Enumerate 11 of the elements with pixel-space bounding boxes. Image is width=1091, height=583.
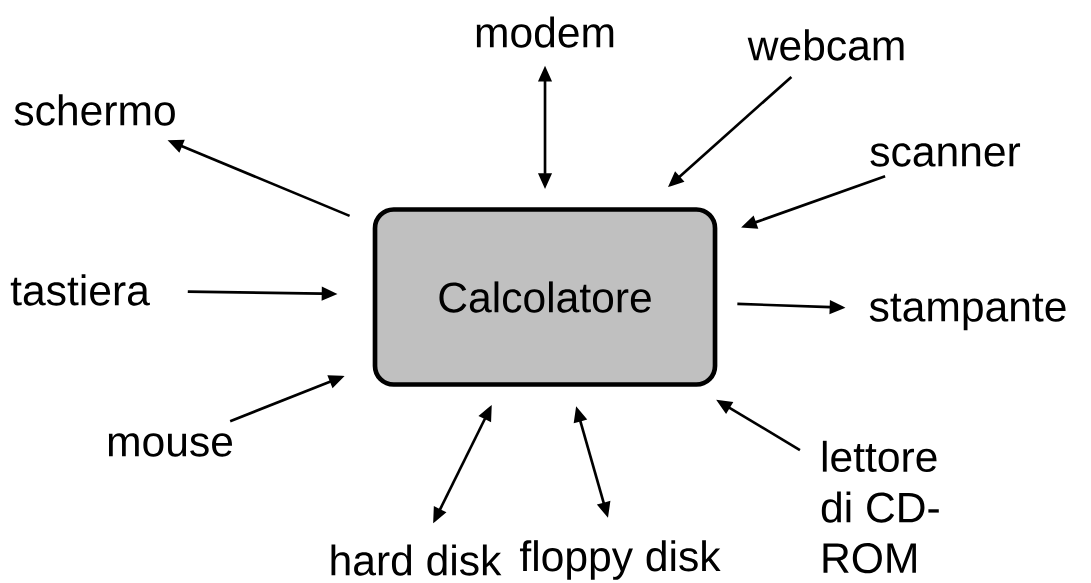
device-label: scanner	[870, 143, 1021, 167]
device-label: modem	[476, 16, 614, 48]
process-box: Calcolatore	[372, 207, 718, 387]
device-label: stampante	[869, 293, 1066, 331]
device-label: floppy disk	[520, 540, 721, 580]
device-label: schermo	[14, 94, 175, 126]
device-label: lettore di CD-ROM	[821, 440, 939, 574]
device-label: hard disk	[331, 544, 502, 576]
device-label: mouse	[108, 433, 233, 457]
device-label: webcam	[747, 29, 904, 61]
device-label: tastiera	[10, 274, 150, 306]
